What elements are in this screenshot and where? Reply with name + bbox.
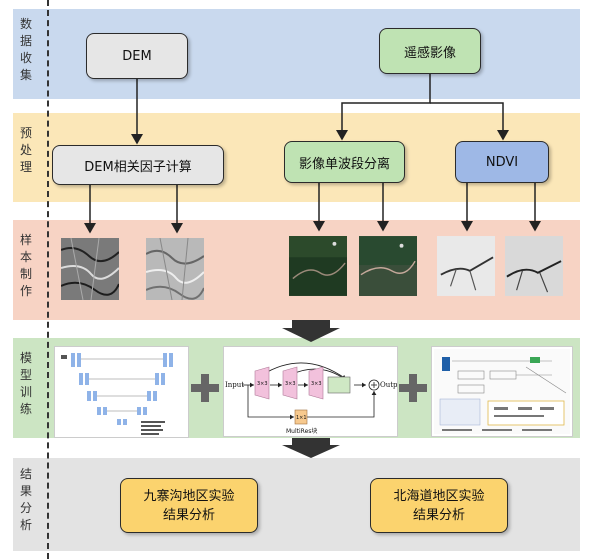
multires-conv3-label-2: 3×3 <box>285 381 296 387</box>
ndvi-box: NDVI <box>455 141 549 183</box>
stage-label-analysis: 结果分析 <box>19 467 32 532</box>
jiuzhaigou-analysis-box: 九寨沟地区实验结果分析 <box>120 478 258 533</box>
hokkaido-analysis-box: 北海道地区实验结果分析 <box>370 478 508 533</box>
dem-box: DEM <box>86 33 188 79</box>
multires-block-label: MultiRes块 <box>286 427 317 435</box>
stage-divider <box>47 0 49 559</box>
stage-label-train: 模型训练 <box>19 351 32 416</box>
attention-architecture-diagram <box>431 346 573 437</box>
sample-image-dem-slope <box>61 238 119 300</box>
down-arrow-train-to-analysis <box>282 438 340 458</box>
arrow-remote-split <box>336 74 431 141</box>
sample-image-ndvi-2 <box>505 236 563 296</box>
multires-conv3-label-3: 3×3 <box>311 381 322 387</box>
down-arrow-sample-to-train <box>282 320 340 342</box>
stage-label-preprocess: 预处理 <box>19 126 32 174</box>
sample-image-ndvi-1 <box>437 236 495 296</box>
multires-block-diagram: Input Output 3×3 3×3 3×3 1×1 MultiRes块 <box>223 346 398 437</box>
multires-input-label: Input <box>225 381 244 389</box>
multires-output-label: Output <box>380 381 398 389</box>
sample-image-band-1 <box>289 236 347 296</box>
unet-architecture-diagram <box>54 346 189 438</box>
sample-image-dem-hillshade <box>146 238 204 300</box>
sample-image-band-2 <box>359 236 417 296</box>
remote-sensing-box: 遥感影像 <box>379 28 481 74</box>
stage-label-collect: 数据收集 <box>19 17 32 82</box>
band-separation-box: 影像单波段分离 <box>284 141 405 183</box>
arrow-remote-to-ndvi <box>430 102 509 141</box>
multires-conv1-label: 1×1 <box>296 415 307 421</box>
multires-conv3-label-1: 3×3 <box>257 381 268 387</box>
plus-icon-1 <box>191 374 219 402</box>
stage-label-sample: 样本制作 <box>19 233 32 298</box>
dem-factor-box: DEM相关因子计算 <box>52 145 224 185</box>
plus-icon-2 <box>399 374 427 402</box>
